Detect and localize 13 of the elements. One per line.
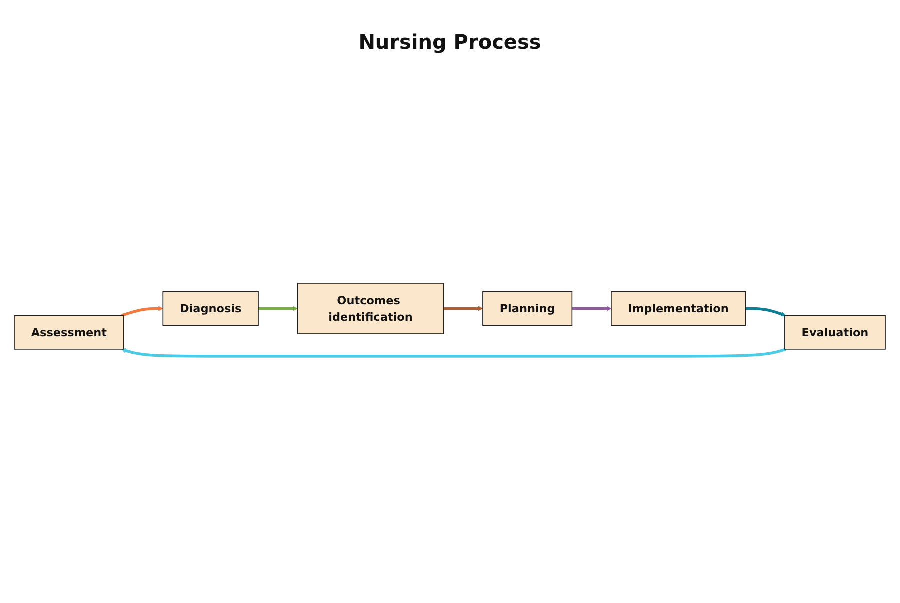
node-box: Assessment	[14, 314, 124, 350]
node-box: Planning	[482, 291, 573, 326]
node-box: Diagnosis	[162, 291, 259, 326]
node-box: Implementation	[611, 291, 746, 326]
arrow	[258, 306, 298, 311]
arrow	[444, 306, 484, 311]
arrow	[121, 348, 786, 358]
center-label: Nursing Process	[358, 30, 542, 54]
node-box: Evaluation	[784, 314, 886, 350]
arrow	[121, 306, 164, 317]
arrow	[572, 306, 612, 311]
arrow	[746, 306, 786, 316]
node-box: Outcomes identification	[297, 282, 444, 334]
